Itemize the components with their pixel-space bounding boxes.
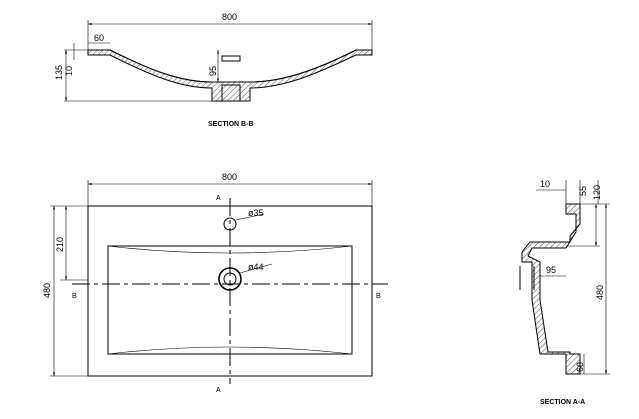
- aa-rim-dim: 10: [540, 179, 550, 189]
- bb-rim-dim: 60: [94, 33, 104, 43]
- plan-offset-dim: 210: [55, 237, 65, 252]
- aa-60-dim: 60: [575, 362, 585, 372]
- section-marker-b-right: B: [376, 293, 381, 300]
- aa-95-dim: 95: [546, 265, 556, 275]
- bb-basin-section: [87, 49, 373, 102]
- aa-480-dim: 480: [595, 285, 605, 300]
- section-bb-title: SECTION B-B: [208, 121, 254, 128]
- section-marker-a-bottom: A: [216, 387, 221, 394]
- bb-top-dim: 10: [64, 66, 74, 76]
- aa-120-dim: 120: [592, 185, 602, 200]
- drain-hole-outer: [218, 267, 242, 291]
- plan-width-dim: 800: [222, 172, 237, 182]
- bb-depth-dim: 95: [208, 66, 218, 76]
- aa-basin-section: [521, 203, 581, 375]
- bb-height-dim: 135: [54, 65, 64, 80]
- section-marker-a-top: A: [216, 195, 221, 202]
- section-aa-title: SECTION A-A: [540, 399, 585, 406]
- bb-width-dim: 800: [222, 12, 237, 22]
- tap-hole-dim: ø35: [248, 208, 264, 218]
- aa-55-dim: 55: [578, 186, 588, 196]
- drain-hole-dim: ø44: [248, 262, 264, 272]
- plan-view: 800 480 210 A A B B ø35 ø44: [42, 172, 388, 394]
- tap-hole: [223, 217, 237, 231]
- section-marker-b-left: B: [72, 293, 77, 300]
- plan-length-dim: 480: [42, 283, 52, 298]
- section-aa-view: 10 55 120 480 95 60 SECTION A-A: [519, 179, 610, 406]
- section-bb-view: 800 60 135 10 95 SECTION B-B: [54, 12, 373, 128]
